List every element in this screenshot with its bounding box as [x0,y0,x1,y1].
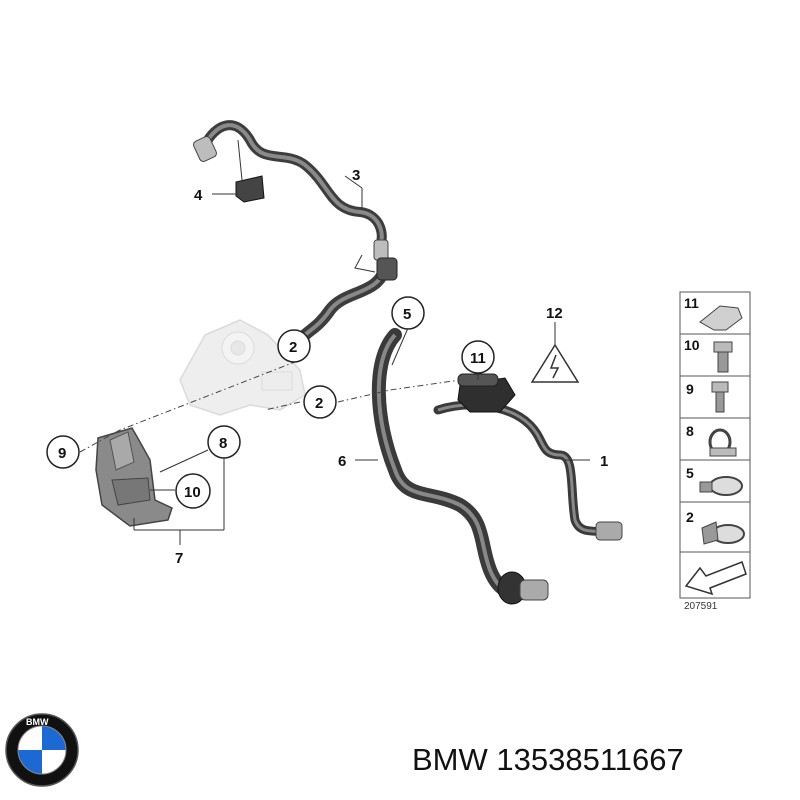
svg-text:5: 5 [686,465,694,481]
svg-text:9: 9 [58,445,66,462]
leader-lines [79,139,590,545]
hose-clamp-icon [708,428,737,457]
svg-text:10: 10 [184,484,201,501]
parts-legend: 11 10 9 8 5 [679,291,751,612]
svg-text:3: 3 [352,167,360,184]
callout-3: 3 [352,167,360,184]
svg-text:11: 11 [684,295,699,311]
svg-text:9: 9 [686,381,694,397]
svg-text:5: 5 [403,306,411,323]
callout-12: 12 [546,305,563,322]
legend-item-2: 2 [686,509,745,545]
callout-7: 7 [175,550,183,567]
clip-icon [699,305,743,331]
svg-text:1: 1 [600,453,608,470]
svg-text:4: 4 [194,187,203,204]
callout-10: 10 [175,473,211,509]
bracket-assembly [95,427,173,527]
hose-2 [299,257,398,341]
band-clamp-icon [699,476,743,496]
callout-2-upper: 2 [277,329,311,363]
svg-text:8: 8 [219,435,227,452]
callout-6: 6 [338,453,346,470]
legend-item-9: 9 [686,381,729,413]
callout-2-lower: 2 [303,385,337,419]
callout-11: 11 [461,340,495,374]
svg-text:12: 12 [546,305,563,322]
svg-text:2: 2 [686,509,694,525]
legend-item-8: 8 [686,423,737,457]
legend-item-10: 10 [684,337,733,373]
warning-triangle-icon [530,322,580,383]
svg-text:7: 7 [175,550,183,567]
svg-text:6: 6 [338,453,346,470]
spring-clamp-icon [701,521,745,545]
hose-3 [193,120,389,261]
collar-bolt-icon [713,341,733,373]
hex-bolt-icon [711,381,729,413]
direction-arrow-icon [684,561,747,596]
part-number-caption: BMW 13538511667 [412,742,684,777]
svg-text:8: 8 [686,423,694,439]
bmw-logo: BMW [5,713,79,787]
svg-text:BMW: BMW [26,717,49,727]
callout-8: 8 [207,425,241,459]
callout-4: 4 [194,187,203,204]
svg-text:11: 11 [470,350,486,367]
hose-6 [371,328,549,605]
legend-ref-code: 207591 [684,601,718,612]
legend-item-5: 5 [686,465,743,496]
fuel-pump-ghost [179,319,306,416]
callout-5: 5 [391,296,425,330]
legend-item-11: 11 [684,295,743,331]
callout-1: 1 [600,453,608,470]
svg-text:2: 2 [315,395,323,412]
callout-9: 9 [46,435,80,469]
clip-4 [235,175,265,203]
svg-text:2: 2 [289,339,297,356]
svg-text:10: 10 [684,337,700,353]
